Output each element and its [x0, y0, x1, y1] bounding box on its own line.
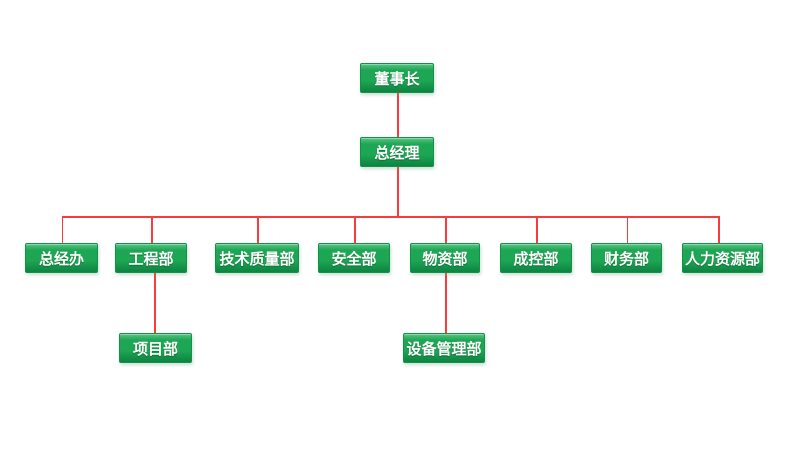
org-node-general-manager: 总经理 — [360, 137, 434, 167]
org-node-engineering-dept: 工程部 — [115, 243, 187, 273]
connector-line — [445, 273, 447, 333]
org-node-chairman: 董事长 — [360, 63, 434, 93]
connector-line — [257, 216, 259, 243]
org-node-materials-dept: 物资部 — [410, 243, 480, 273]
connector-line — [61, 216, 63, 243]
connector-line — [718, 216, 720, 243]
org-node-hr-dept: 人力资源部 — [682, 243, 763, 273]
connector-line — [151, 216, 153, 243]
connector-line — [445, 216, 447, 243]
connector-line — [397, 93, 399, 137]
org-node-general-office: 总经办 — [25, 243, 98, 273]
connector-line — [354, 216, 356, 243]
connector-line — [154, 273, 156, 333]
org-node-finance-dept: 财务部 — [591, 243, 662, 273]
org-node-safety-dept: 安全部 — [318, 243, 390, 273]
org-node-equipment-mgmt-dept: 设备管理部 — [403, 333, 485, 363]
connector-line — [536, 216, 538, 243]
connector-line — [626, 216, 628, 243]
connector-line — [61, 216, 720, 218]
org-node-cost-control-dept: 成控部 — [500, 243, 572, 273]
org-node-tech-quality-dept: 技术质量部 — [215, 243, 299, 273]
connector-line — [397, 167, 399, 216]
org-node-project-dept: 项目部 — [119, 333, 192, 363]
